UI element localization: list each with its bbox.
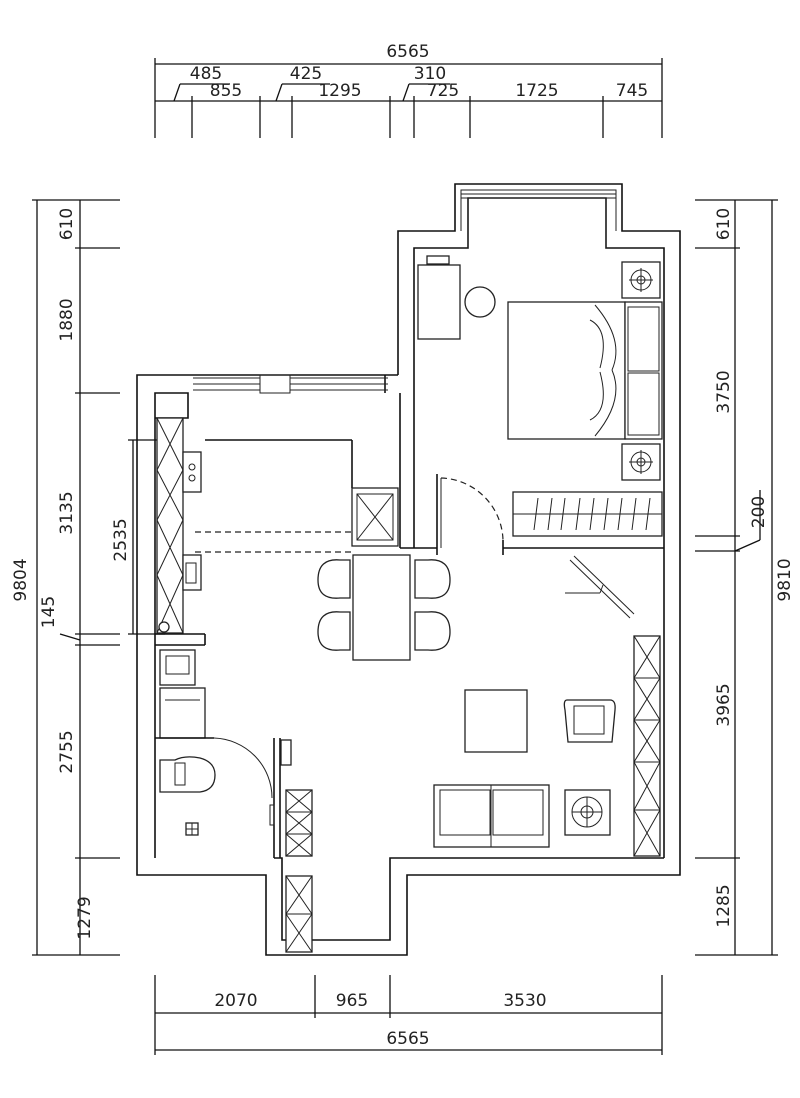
tv-cabinet bbox=[633, 635, 661, 857]
top-upper-label-1: 485 bbox=[190, 64, 222, 84]
bottom-total-label: 6565 bbox=[386, 1029, 429, 1049]
left-segment-label-6: 1279 bbox=[75, 896, 95, 939]
north-window bbox=[193, 374, 388, 394]
bottom-segment-label-3: 3530 bbox=[503, 991, 546, 1011]
top-upper-label-2: 425 bbox=[290, 64, 322, 84]
left-segment-label-4: 145 bbox=[39, 596, 59, 628]
left-total-label: 9804 bbox=[11, 558, 31, 601]
entry-cabinet bbox=[285, 789, 313, 857]
coffee-table bbox=[464, 689, 528, 753]
left-segment-label-3: 3135 bbox=[57, 491, 77, 534]
left-inner-label: 2535 bbox=[111, 518, 131, 561]
top-lower-label-3: 725 bbox=[427, 81, 459, 101]
dining-set bbox=[317, 554, 451, 661]
armchair bbox=[563, 699, 616, 743]
bedroom-desk bbox=[417, 255, 496, 340]
top-upper-label-3: 310 bbox=[414, 64, 446, 84]
bottom-segment-label-1: 2070 bbox=[214, 991, 257, 1011]
right-segment-label-3: 200 bbox=[749, 496, 769, 528]
right-segment-label-5: 1285 bbox=[714, 884, 734, 927]
right-segment-label-2: 3750 bbox=[714, 370, 734, 413]
bedroom-partition bbox=[399, 393, 664, 555]
bathroom bbox=[155, 649, 273, 836]
right-segment-label-1: 610 bbox=[714, 208, 734, 240]
top-dimension-chain: 6565 485 425 310 855 1295 725 1725 745 bbox=[154, 42, 663, 138]
top-lower-label-5: 745 bbox=[616, 81, 648, 101]
top-lower-label-4: 1725 bbox=[515, 81, 558, 101]
top-lower-label-2: 1295 bbox=[318, 81, 361, 101]
left-segment-label-2: 1880 bbox=[57, 298, 77, 341]
double-bed bbox=[507, 261, 663, 481]
kitchen-partition bbox=[155, 439, 353, 646]
bottom-segment-label-2: 965 bbox=[336, 991, 368, 1011]
right-dimension-chain: 9810 610 3750 200 3965 1285 bbox=[695, 199, 795, 956]
left-dimension-chain: 9804 610 1880 3135 145 2755 1279 2535 bbox=[11, 199, 165, 956]
living-room-door bbox=[565, 555, 635, 619]
bottom-dimension-chain: 2070 965 3530 6565 bbox=[154, 975, 663, 1055]
shoe-cabinet bbox=[285, 875, 313, 953]
top-lower-label-1: 855 bbox=[210, 81, 242, 101]
bathroom-partition bbox=[269, 738, 281, 858]
bedroom-door bbox=[440, 477, 504, 548]
left-segment-label-5: 2755 bbox=[57, 730, 77, 773]
kitchen-overhead-line bbox=[195, 531, 352, 553]
right-total-label: 9810 bbox=[775, 558, 795, 601]
balcony-window bbox=[460, 189, 617, 248]
kitchen-counter bbox=[156, 417, 202, 634]
top-total-label: 6565 bbox=[386, 42, 429, 62]
right-segment-label-4: 3965 bbox=[714, 683, 734, 726]
floor-lamp bbox=[564, 789, 611, 836]
sofa bbox=[433, 784, 550, 848]
wardrobe bbox=[512, 491, 663, 537]
fridge bbox=[351, 487, 399, 547]
bathroom-column bbox=[280, 739, 292, 766]
left-segment-label-1: 610 bbox=[57, 208, 77, 240]
